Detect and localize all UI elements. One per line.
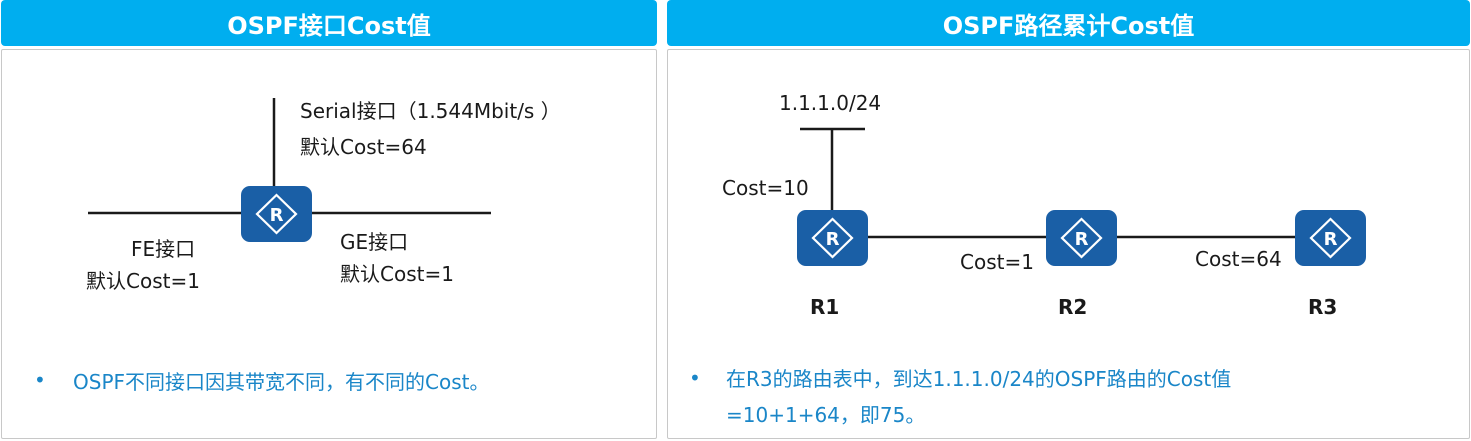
fe-cost: 默认Cost=1 [86,269,200,293]
router-icon-letter: R [270,205,284,226]
left-panel-title: OSPF接口Cost值 [1,0,657,46]
cost-r2-r3-label: Cost=64 [1195,247,1282,271]
right-bullet-line2: =10+1+64，即75。 [726,403,926,427]
router-r3-icon-letter: R [1324,229,1338,250]
router-r1-icon-letter: R [826,229,840,250]
router-r3-icon: R [1295,210,1366,266]
router-r2-icon: R [1046,210,1117,266]
router-r1-icon: R [797,210,868,266]
fe-label: FE接口 [131,237,196,261]
cost-r1-r2-label: Cost=1 [960,250,1034,274]
router-r3-label: R3 [1308,295,1338,319]
router-r1-label: R1 [810,295,840,319]
left-bullet-dot: • [34,368,46,392]
serial-cost: 默认Cost=64 [300,135,427,159]
router-r2-icon-letter: R [1075,229,1089,250]
network-label: 1.1.1.0/24 [779,91,882,115]
router-r2-label: R2 [1058,295,1088,319]
serial-label: Serial接口（1.544Mbit/s ） [300,99,561,123]
router-icon: R [241,186,312,242]
right-bullet-dot: • [689,366,701,390]
left-bullet-text: OSPF不同接口因其带宽不同，有不同的Cost。 [73,370,490,394]
ge-label: GE接口 [340,230,409,254]
cost-stub-label: Cost=10 [722,176,809,200]
right-bullet-line1: 在R3的路由表中，到达1.1.1.0/24的OSPF路由的Cost值 [726,367,1232,391]
ge-cost: 默认Cost=1 [340,262,454,286]
interface-diagram: R [88,98,491,242]
right-panel-title: OSPF路径累计Cost值 [667,0,1470,46]
left-panel: OSPF接口Cost值 R Serial接口（1.544Mbit/s ） 默认C… [1,0,657,439]
right-panel: OSPF路径累计Cost值 R R R 1.1.1.0/24 Cost=10 C… [667,0,1470,439]
left-panel-body [1,49,657,439]
path-cost-diagram: R R R [797,127,1366,266]
